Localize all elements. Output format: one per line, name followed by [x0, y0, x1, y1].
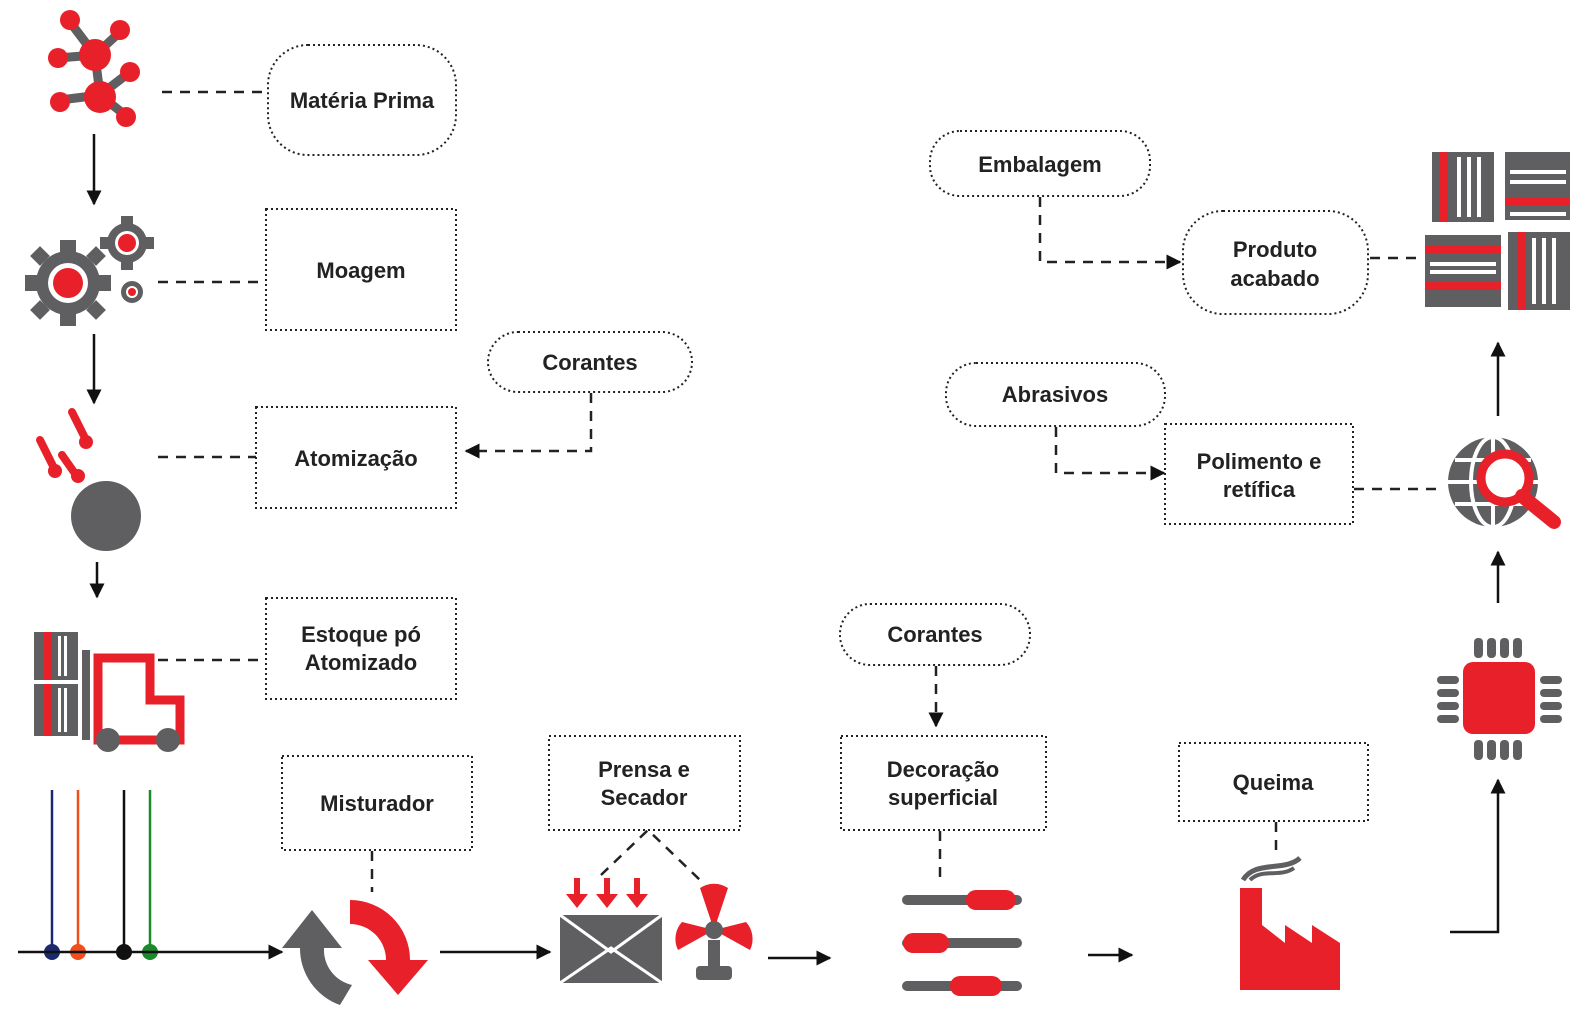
factory-icon [1240, 855, 1340, 990]
node-abrasivos: Abrasivos [945, 362, 1166, 427]
label-produto-line2: acabado [1230, 266, 1319, 291]
label-polimento-line2: retífica [1223, 477, 1296, 502]
label-queima: Queima [1233, 770, 1314, 795]
decoration-bars-icon [902, 890, 1022, 996]
label-decoracao-line2: superficial [888, 785, 998, 810]
label-misturador: Misturador [320, 791, 434, 816]
node-corantes-2: Corantes [839, 603, 1031, 666]
label-prensa-line2: Secador [601, 785, 688, 810]
label-abrasivos: Abrasivos [1002, 382, 1108, 407]
node-embalagem: Embalagem [929, 130, 1151, 197]
spray-drops-icon [36, 408, 141, 551]
node-produto: Produto acabado [1182, 210, 1369, 315]
label-materia-prima: Matéria Prima [290, 88, 435, 113]
node-polimento: Polimento e retífica [1164, 423, 1354, 525]
gears-icon [25, 216, 154, 326]
label-decoracao-line1: Decoração [887, 757, 1000, 782]
forklift-icon [34, 632, 185, 752]
label-produto-line1: Produto [1233, 237, 1317, 262]
label-polimento-line1: Polimento e [1197, 449, 1322, 474]
node-misturador: Misturador [281, 755, 473, 851]
node-materia-prima: Matéria Prima [267, 44, 457, 156]
node-corantes-1: Corantes [487, 331, 693, 393]
mixer-cycle-icon [282, 900, 428, 1005]
color-lines-icon [44, 790, 158, 960]
molecule-icon [48, 10, 140, 127]
label-atomizacao: Atomização [294, 446, 417, 471]
chip-icon [1437, 638, 1562, 760]
press-icon [559, 878, 663, 985]
node-estoque: Estoque pó Atomizado [265, 597, 457, 700]
label-estoque-line1: Estoque pó [301, 622, 421, 647]
node-moagem: Moagem [265, 208, 457, 331]
label-prensa-line1: Prensa e [598, 757, 690, 782]
fan-icon [675, 883, 753, 980]
label-corantes-1: Corantes [542, 350, 637, 375]
node-decoracao: Decoração superficial [840, 735, 1047, 831]
node-prensa: Prensa e Secador [548, 735, 741, 831]
connectors [18, 90, 1506, 966]
label-moagem: Moagem [316, 258, 405, 283]
label-embalagem: Embalagem [978, 152, 1102, 177]
node-queima: Queima [1178, 742, 1369, 822]
node-atomizacao: Atomização [255, 406, 457, 509]
globe-search-icon [1448, 435, 1561, 529]
label-estoque-line2: Atomizado [305, 650, 417, 675]
label-corantes-2: Corantes [887, 622, 982, 647]
tiles-icon [1425, 152, 1570, 310]
